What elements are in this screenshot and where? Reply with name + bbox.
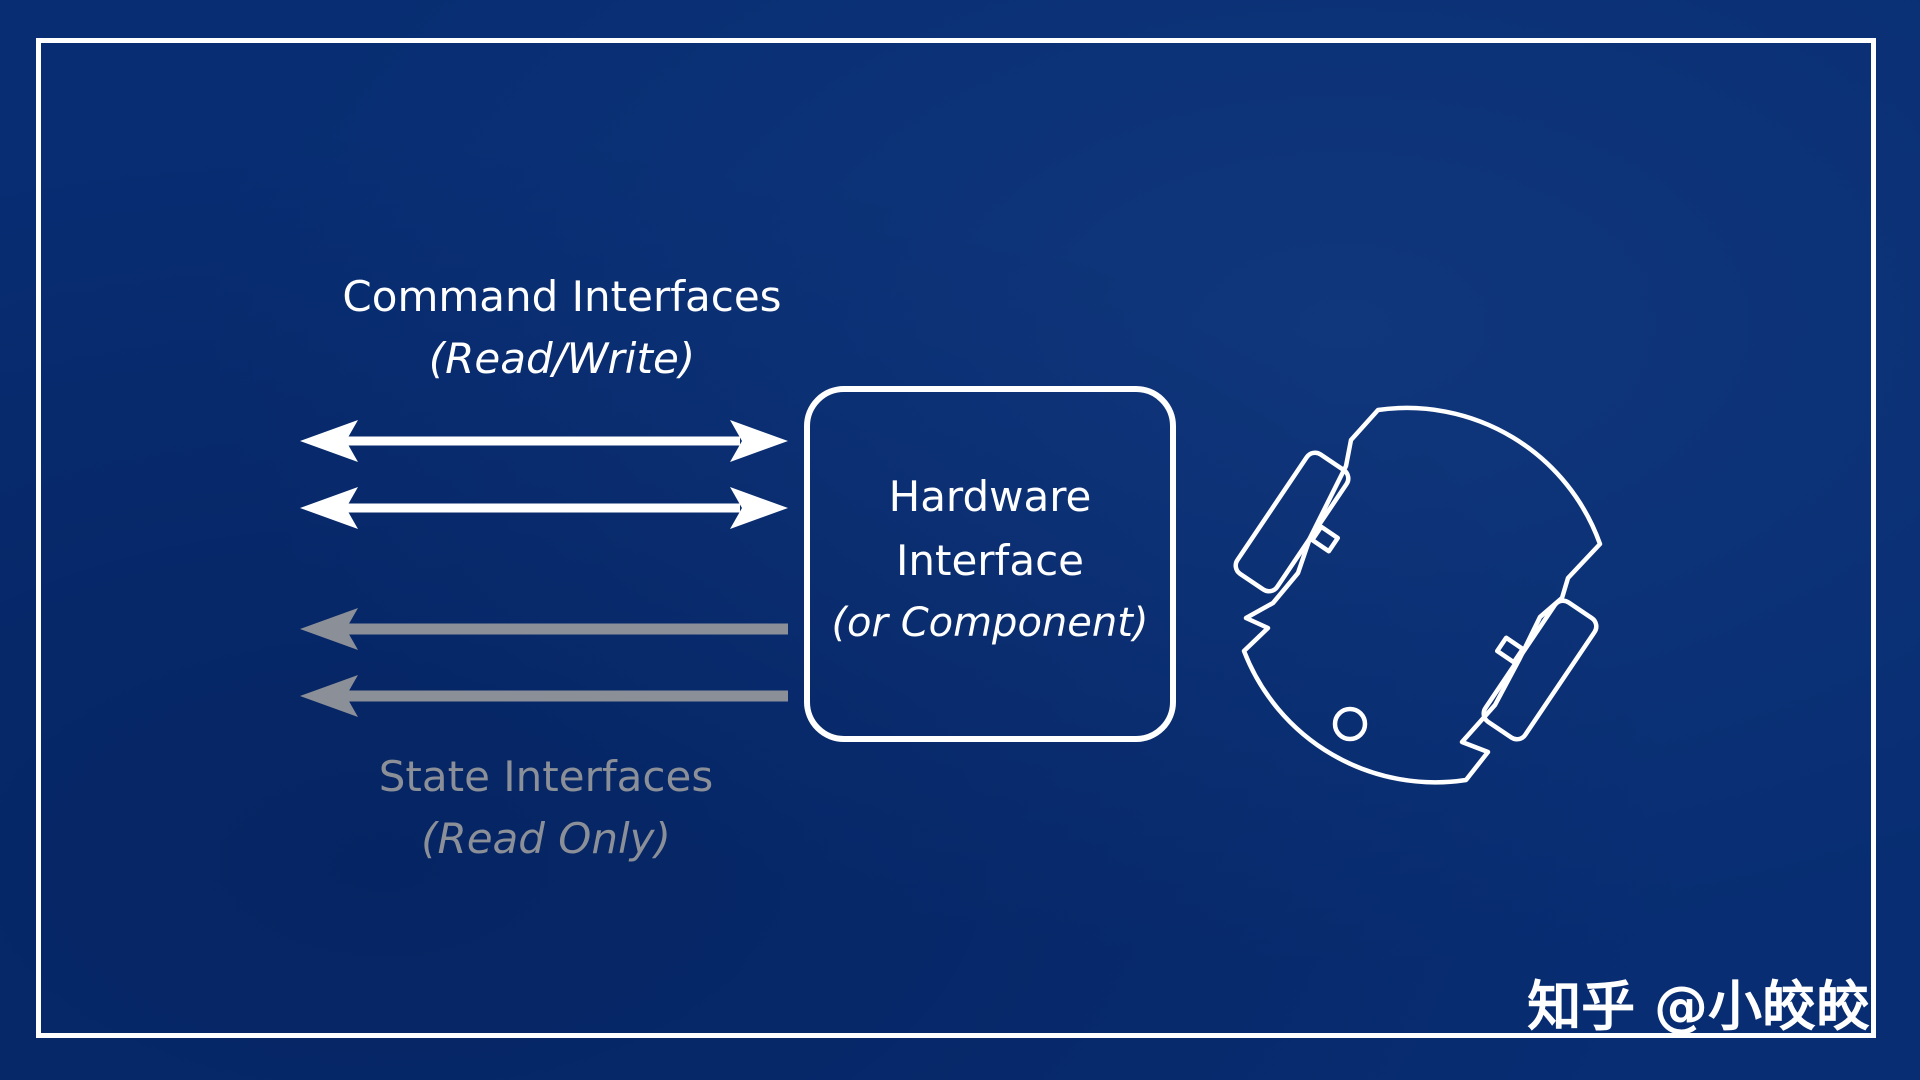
command-interfaces-title: Command Interfaces	[342, 272, 782, 321]
state-interfaces-subtitle: (Read Only)	[421, 814, 671, 863]
watermark-text: 知乎 @小皎皎	[1527, 975, 1870, 1038]
state-arrow-1	[300, 608, 788, 650]
hardware-interface-box	[804, 386, 1176, 742]
border-frame	[36, 38, 1876, 1038]
hardware-interface-line3: (or Component)	[831, 600, 1149, 646]
state-interfaces-title: State Interfaces	[378, 752, 714, 801]
command-arrow-2	[300, 487, 788, 529]
command-interfaces-subtitle: (Read/Write)	[428, 334, 696, 383]
hardware-interface-line2: Interface	[895, 536, 1085, 585]
hardware-interface-line1: Hardware	[888, 472, 1092, 521]
command-arrow-1	[300, 420, 788, 462]
robot-icon	[1233, 405, 1603, 785]
state-arrow-2	[300, 675, 788, 717]
